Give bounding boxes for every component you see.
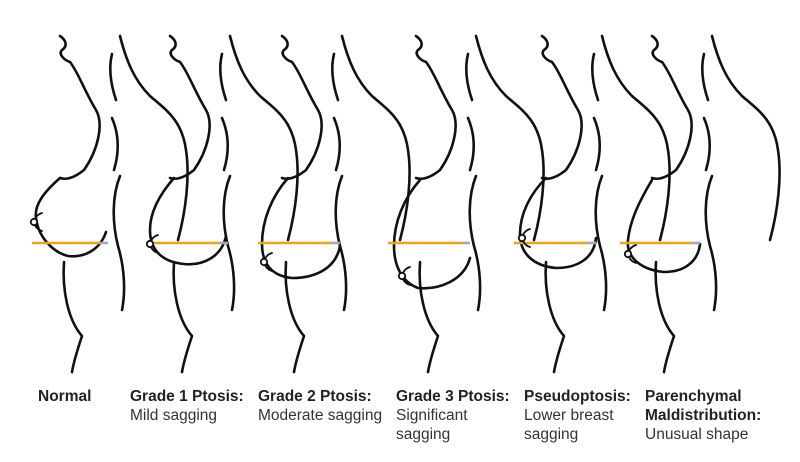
nipple-icon (145, 239, 155, 249)
breast-outline (34, 176, 108, 258)
caption-parenchymal: Parenchymal Maldistribution: Unusual sha… (645, 387, 761, 444)
caption-grade3-desc: Significant sagging (396, 407, 468, 443)
caption-grade1-title: Grade 1 Ptosis: (130, 388, 244, 405)
caption-grade1-desc: Mild sagging (130, 407, 218, 424)
neck-line (109, 52, 118, 102)
back-outline (710, 34, 781, 242)
figure-grade3 (388, 34, 545, 374)
caption-grade3: Grade 3 Ptosis: Significant sagging (396, 387, 510, 444)
caption-grade3-title: Grade 3 Ptosis: (396, 388, 510, 405)
caption-parenchymal-title: Parenchymal Maldistribution: (645, 388, 762, 424)
caption-pseudoptosis: Pseudoptosis: Lower breast sagging (524, 387, 631, 444)
neck-line (219, 52, 228, 102)
profile-outline (168, 34, 211, 181)
caption-normal: Normal (38, 387, 91, 406)
profile-outline (58, 34, 101, 181)
figure-normal (29, 34, 189, 374)
breast-outline (392, 178, 472, 290)
lower-torso-outline (544, 260, 566, 374)
caption-grade1: Grade 1 Ptosis: Mild sagging (130, 387, 244, 425)
nipple-icon (623, 249, 633, 259)
caption-normal-title: Normal (38, 388, 92, 405)
lower-torso-outline (62, 260, 84, 374)
back-outline (600, 34, 671, 242)
caption-grade2-desc: Moderate sagging (258, 407, 383, 424)
arm-outline (332, 116, 348, 312)
caption-parenchymal-desc: Unusual shape (645, 426, 749, 443)
profile-outline (650, 34, 693, 181)
back-outline (118, 34, 189, 242)
nipple-icon (259, 257, 269, 267)
breast-outline (260, 176, 342, 280)
figure-illustrations (29, 34, 781, 374)
breast-outline (626, 178, 702, 274)
profile-outline (414, 34, 457, 181)
neck-line (591, 52, 600, 102)
figure-parenchymal (620, 34, 781, 374)
arm-outline (702, 116, 718, 312)
caption-pseudoptosis-desc: Lower breast sagging (524, 407, 614, 443)
caption-pseudoptosis-title: Pseudoptosis: (524, 388, 631, 405)
nipple-icon (397, 271, 407, 281)
arm-outline (592, 116, 608, 312)
back-outline (228, 34, 299, 242)
arm-outline (466, 116, 482, 312)
figure-grade2 (258, 34, 411, 374)
breast-outline (148, 176, 228, 266)
arm-outline (110, 116, 126, 312)
arm-outline (220, 116, 236, 312)
breast-outline (518, 176, 598, 270)
lower-torso-outline (418, 260, 440, 374)
profile-outline (280, 34, 323, 181)
nipple-icon (29, 217, 39, 227)
neck-line (331, 52, 340, 102)
neck-line (701, 52, 710, 102)
profile-outline (540, 34, 583, 181)
lower-torso-outline (654, 260, 676, 374)
back-outline (474, 34, 545, 242)
caption-grade2-title: Grade 2 Ptosis: (258, 388, 372, 405)
nipple-icon (517, 233, 527, 243)
lower-torso-outline (172, 260, 194, 374)
figure-grade1 (145, 34, 299, 374)
back-outline (340, 34, 411, 242)
caption-grade2: Grade 2 Ptosis: Moderate sagging (258, 387, 382, 425)
neck-line (465, 52, 474, 102)
lower-torso-outline (284, 260, 306, 374)
figure-pseudo (514, 34, 671, 374)
